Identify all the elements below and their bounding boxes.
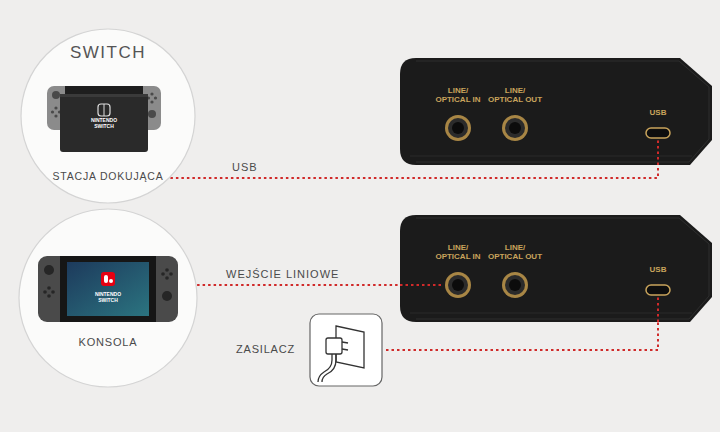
power-adapter: ZASILACZ (236, 312, 386, 388)
port-label: LINE/ OPTICAL IN (430, 243, 486, 261)
port-label: USB (638, 108, 678, 117)
port-label: LINE/ OPTICAL IN (430, 86, 486, 104)
sound-card-device: LINE/ OPTICAL INLINE/ OPTICAL OUT USB (400, 58, 712, 165)
port-label: LINE/ OPTICAL OUT (487, 243, 543, 261)
port-label: USB (638, 265, 678, 274)
logo-text: NINTENDO SWITCH (86, 118, 122, 129)
port-label: LINE/ OPTICAL OUT (487, 86, 543, 104)
dotted-connector (197, 284, 400, 286)
dock-illustration (47, 86, 161, 152)
sound-card-device: LINE/ OPTICAL INLINE/ OPTICAL OUT USB (400, 215, 712, 322)
console-illustration (38, 256, 178, 322)
connector-label: USB (230, 161, 260, 173)
circle-heading: SWITCH (20, 43, 196, 63)
circle-caption: KONSOLA (18, 336, 198, 349)
connector-label: WEJŚCIE LINIOWE (224, 268, 341, 280)
logo-text: NINTENDO SWITCH (88, 292, 128, 303)
adapter-label: ZASILACZ (236, 343, 308, 356)
switch-dock-circle: SWITCH STACJA DOKUJĄCA (20, 28, 196, 204)
circle-caption: STACJA DOKUJĄCA (20, 170, 196, 182)
dotted-connector (386, 322, 658, 350)
